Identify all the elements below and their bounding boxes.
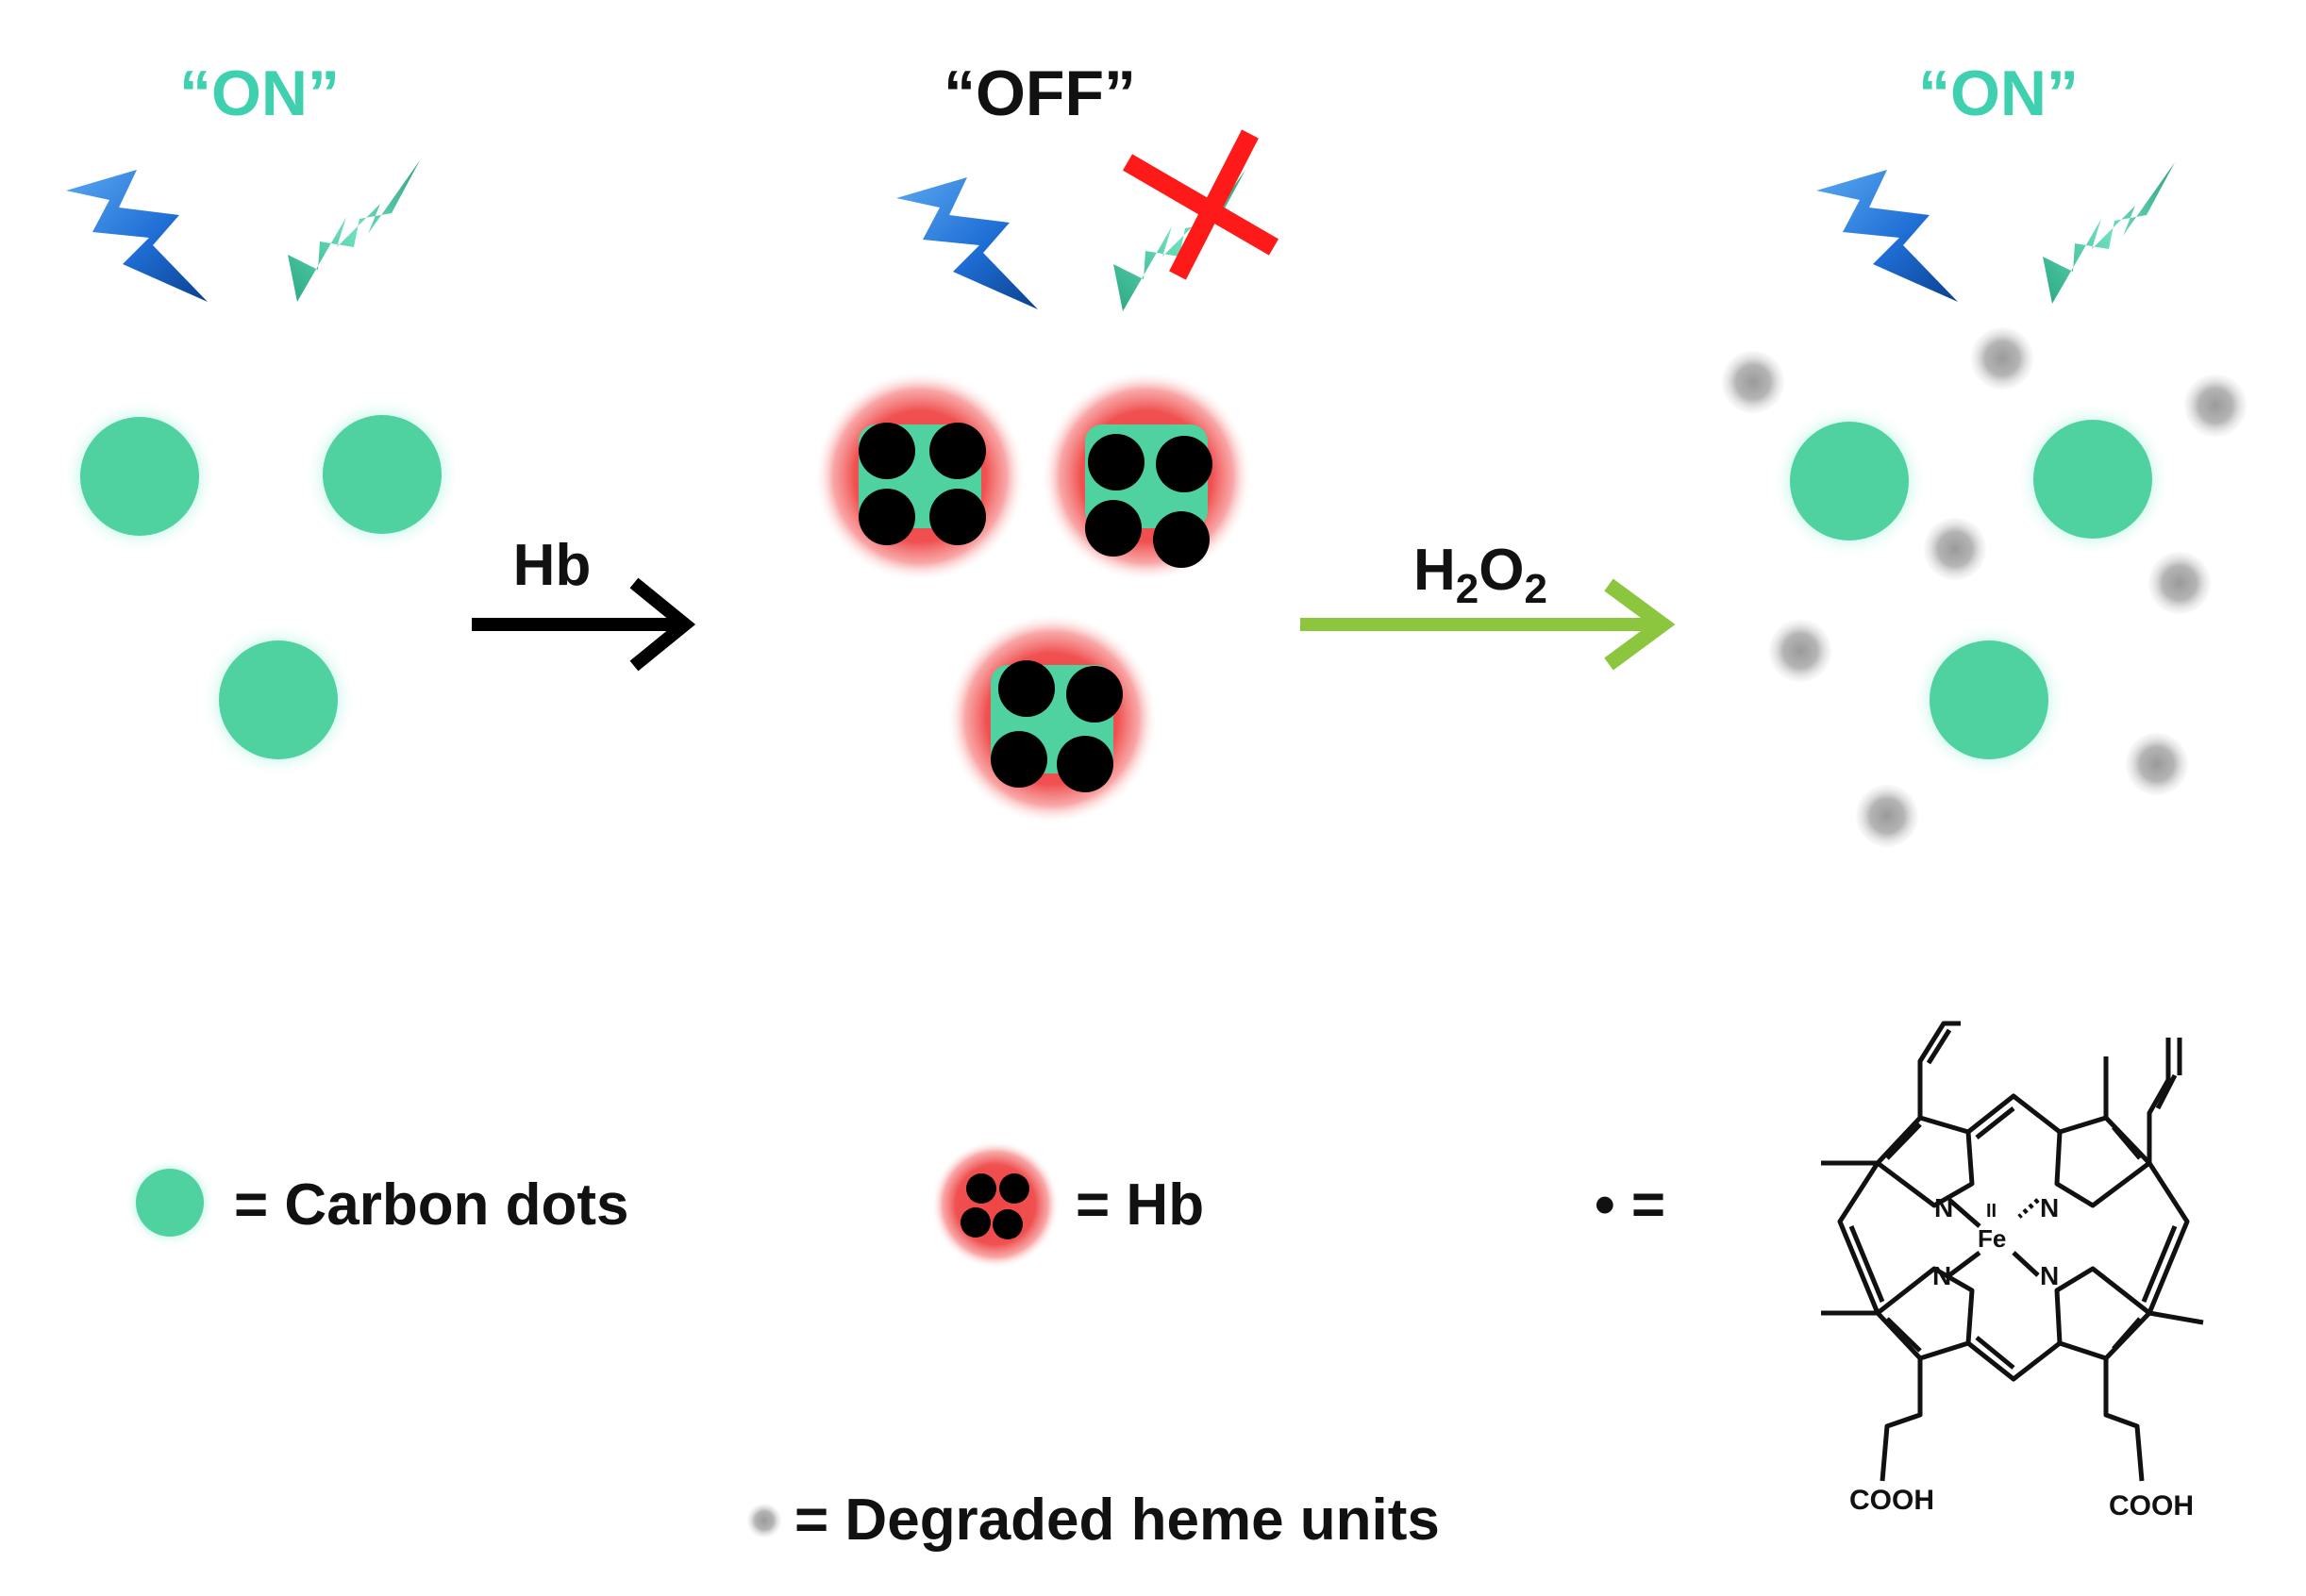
heme-n-atom: N [2040,1193,2059,1222]
h2o2-subscript-1: 2 [1456,566,1479,612]
quenched-cross-icon [1122,129,1279,280]
hb-arrow: Hb [472,533,696,672]
excitation-bolt-icon [896,177,1038,309]
state-label-right: “ON” [1918,58,2079,129]
legend-hb: = Hb [931,1140,1204,1269]
h2o2-subscript-2: 2 [1525,566,1547,612]
legend-heme-label: • = [1595,1172,1665,1238]
degraded-heme-unit [2126,733,2188,795]
degraded-heme-unit [1971,327,2033,390]
degraded-heme-unit [1856,785,1918,847]
heme-cooh-right: COOH [2109,1490,2194,1521]
heme-structure [1821,1021,2204,1482]
carbon-dot [62,399,217,554]
legend-degraded: = Degraded heme units [747,1488,1440,1553]
excitation-bolt-icon [1816,170,1958,302]
excitation-bolt-icon [66,170,208,302]
heme-n-atom: N [1932,1261,1951,1290]
emission-bolt-icon [2043,162,2175,304]
h2o2-arrow: H2O2 [1300,538,1676,671]
heme-n-atom: N [2040,1261,2059,1290]
legend-carbon-dots-label: = Carbon dots [234,1172,629,1238]
legend-carbon-dots: = Carbon dots [125,1157,629,1248]
heme-atom-labels: N N N N Fe II COOH COOH [1849,1193,2194,1521]
heme-cooh-left: COOH [1849,1485,1934,1516]
state-label-left: “ON” [179,58,340,129]
legend-degraded-label: = Degraded heme units [794,1488,1440,1553]
hb-complex [946,613,1158,824]
heme-n-atom: N [1934,1193,1953,1222]
legend-hb-label: = Hb [1076,1172,1204,1238]
degraded-heme-unit [1924,518,1986,580]
carbon-dot [201,623,356,777]
degraded-heme-unit [2148,552,2211,614]
degraded-heme-unit [1769,620,1831,682]
heme-fe-atom: Fe [1978,1224,2006,1253]
degraded-heme-unit [2184,374,2247,437]
hb-complex [814,371,1026,582]
carbon-dot [1772,404,1927,558]
degraded-heme-units [1722,327,2247,847]
h2o2-arrow-label: H2O2 [1413,538,1547,612]
carbon-dot [2015,402,2170,557]
emission-bolt-icon [288,160,420,302]
heme-oxidation-state: II [1986,1201,1997,1222]
hb-complex [1041,371,1252,582]
degraded-heme-unit [1722,351,1784,413]
emission-bolt-icon [1113,170,1245,311]
hb-arrow-label: Hb [513,533,592,598]
carbon-dot [1912,623,2066,777]
carbon-dot [305,397,460,552]
state-label-middle: “OFF” [944,58,1136,129]
